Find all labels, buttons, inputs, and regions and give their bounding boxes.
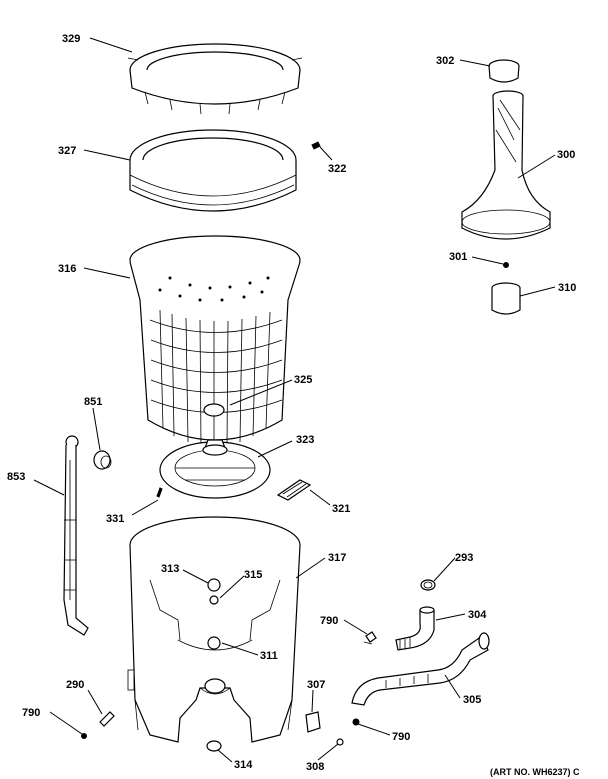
part-790-clamp [363, 631, 377, 645]
label-790-right: 790 [392, 731, 410, 743]
part-307-bracket [305, 711, 321, 733]
label-293: 293 [455, 552, 473, 564]
part-308-screw [336, 738, 344, 746]
part-310-cup [491, 282, 521, 315]
label-314: 314 [234, 759, 253, 771]
part-327-balance-ring [129, 129, 297, 212]
label-321: 321 [332, 503, 350, 515]
label-311: 311 [260, 650, 278, 662]
part-790-screw-right [352, 718, 360, 726]
part-851-cap [93, 450, 112, 470]
label-308: 308 [306, 761, 324, 773]
part-316-basket [129, 235, 301, 448]
label-304: 304 [468, 609, 487, 621]
leader-lines [33, 37, 556, 763]
label-329: 329 [62, 33, 80, 45]
part-329-tub-cover [127, 43, 303, 115]
part-853-hose [63, 435, 89, 636]
label-315: 315 [244, 569, 262, 581]
part-331-pin [156, 487, 163, 498]
part-305-drain-hose [351, 632, 490, 706]
label-851: 851 [84, 396, 102, 408]
label-790-middle: 790 [320, 615, 338, 627]
part-290-pin [99, 711, 115, 727]
part-302-cap [488, 59, 520, 83]
part-293-clamp [420, 579, 436, 591]
part-301-clip [503, 262, 509, 268]
label-331: 331 [106, 513, 124, 525]
part-300-agitator [461, 90, 551, 240]
label-307: 307 [307, 679, 325, 691]
label-302: 302 [436, 55, 454, 67]
part-322-screw [311, 141, 321, 150]
part-304-elbow-hose [395, 606, 435, 651]
label-310: 310 [558, 282, 576, 294]
label-323: 323 [296, 434, 314, 446]
label-853: 853 [7, 471, 25, 483]
art-number: (ART NO. WH6237) C [490, 767, 580, 777]
part-314-grommet [206, 740, 222, 752]
label-290: 290 [66, 679, 84, 691]
part-317-outer-tub [127, 516, 301, 743]
label-313: 313 [161, 563, 179, 575]
label-316: 316 [58, 263, 76, 275]
label-325: 325 [294, 374, 312, 386]
part-321-clip [276, 479, 312, 501]
label-790-left: 790 [22, 707, 40, 719]
label-317: 317 [328, 552, 346, 564]
part-labels: 329 327 322 316 325 323 321 851 853 331 … [7, 33, 580, 777]
part-790-screw-left [81, 733, 87, 739]
part-323-hub [159, 439, 271, 499]
label-327: 327 [58, 145, 76, 157]
label-322: 322 [328, 163, 346, 175]
label-305: 305 [463, 694, 481, 706]
label-300: 300 [557, 149, 575, 161]
label-301: 301 [449, 251, 467, 263]
